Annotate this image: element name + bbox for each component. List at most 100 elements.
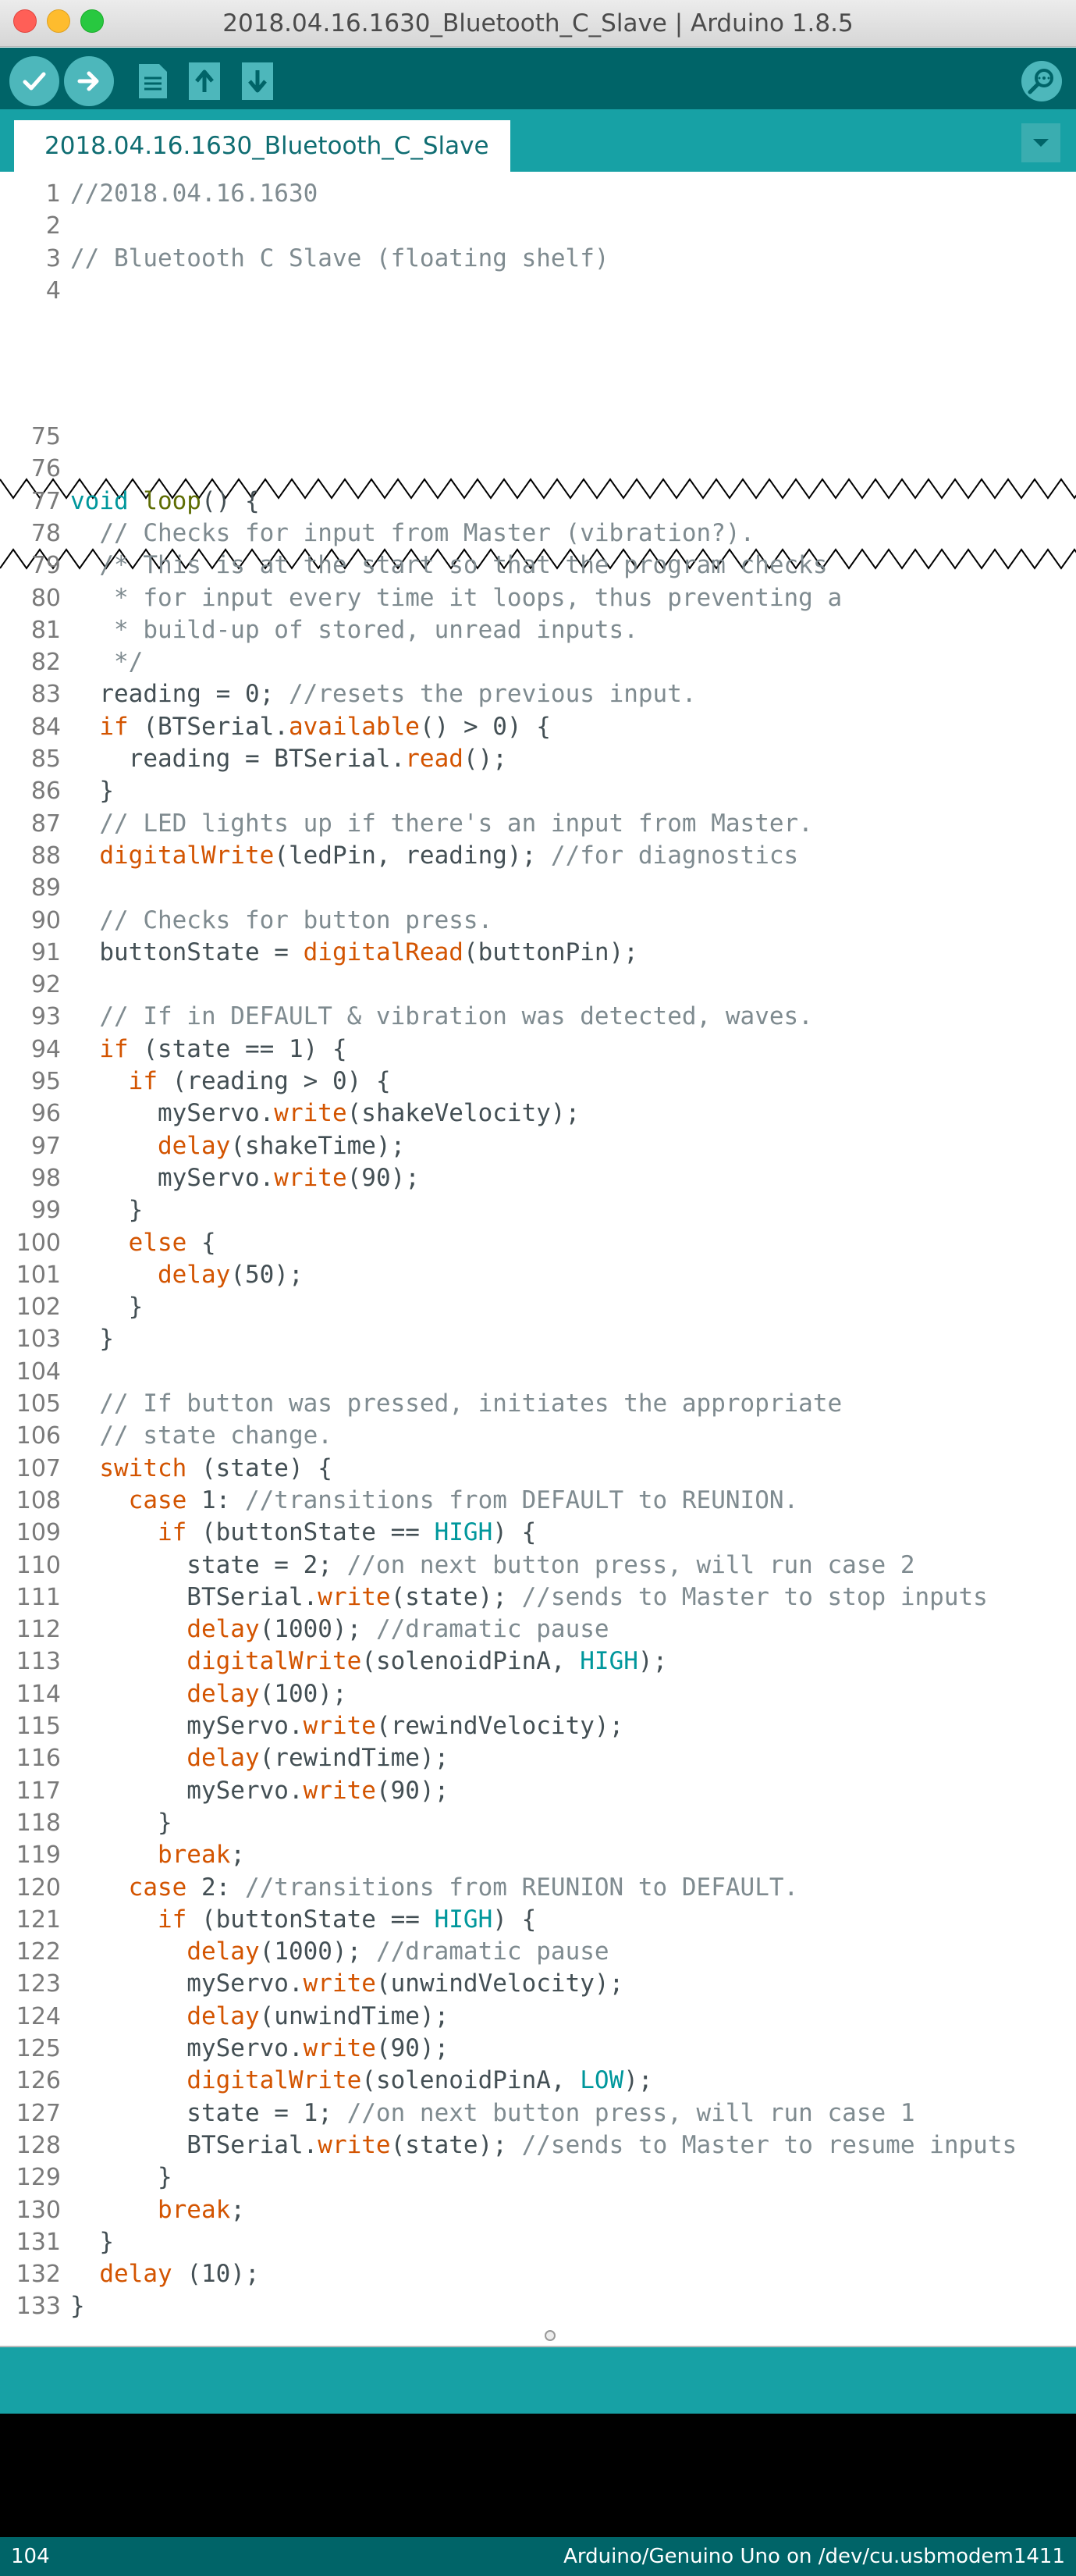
code-line[interactable]: 93 // If in DEFAULT & vibration was dete… <box>0 1001 813 1033</box>
code-line[interactable]: 85 reading = BTSerial.read(); <box>0 743 507 775</box>
line-number: 98 <box>30 1164 61 1192</box>
line-number: 85 <box>30 745 61 773</box>
code-token <box>70 1035 99 1063</box>
code-line[interactable]: 133} <box>0 2290 85 2322</box>
code-line[interactable]: 84 if (BTSerial.available() > 0) { <box>0 711 551 743</box>
code-line[interactable]: 115 myServo.write(rewindVelocity); <box>0 1710 624 1742</box>
close-window-button[interactable] <box>13 9 37 33</box>
code-line[interactable]: 99 } <box>0 1194 144 1226</box>
code-line[interactable]: 94 if (state == 1) { <box>0 1034 347 1066</box>
code-line[interactable]: 111 BTSerial.write(state); //sends to Ma… <box>0 1582 988 1614</box>
code-token: switch <box>99 1453 187 1482</box>
code-line[interactable]: 130 break; <box>0 2194 245 2226</box>
code-line[interactable]: 78 // Checks for input from Master (vibr… <box>0 518 755 550</box>
code-line[interactable]: 82 */ <box>0 646 144 678</box>
minimize-window-button[interactable] <box>47 9 70 33</box>
new-sketch-button[interactable] <box>133 58 173 105</box>
code-text: buttonState = digitalRead(buttonPin); <box>70 937 638 969</box>
code-token: (unwindVelocity); <box>375 1969 624 1998</box>
open-sketch-button[interactable] <box>184 58 225 105</box>
code-token: myServo. <box>70 1969 304 1998</box>
code-line[interactable]: 104 <box>0 1356 61 1388</box>
code-line[interactable]: 110 state = 2; //on next button press, w… <box>0 1550 915 1582</box>
code-line[interactable]: 101 delay(50); <box>0 1259 304 1291</box>
code-line[interactable]: 107 switch (state) { <box>0 1453 332 1485</box>
code-line[interactable]: 109 if (buttonState == HIGH) { <box>0 1517 537 1549</box>
code-line[interactable]: 125 myServo.write(90); <box>0 2033 449 2065</box>
code-line[interactable]: 105 // If button was pressed, initiates … <box>0 1388 842 1420</box>
code-line[interactable]: 119 break; <box>0 1839 245 1871</box>
code-line[interactable]: 88 digitalWrite(ledPin, reading); //for … <box>0 840 798 872</box>
code-text: break; <box>70 1839 245 1871</box>
code-token: } <box>70 2163 172 2192</box>
line-number: 113 <box>16 1648 61 1676</box>
code-line[interactable]: 129 } <box>0 2161 172 2194</box>
code-line[interactable]: 95 if (reading > 0) { <box>0 1066 391 1098</box>
verify-button[interactable] <box>9 56 59 106</box>
code-line[interactable]: 132 delay (10); <box>0 2258 260 2290</box>
code-line[interactable]: 117 myServo.write(90); <box>0 1775 449 1807</box>
code-line[interactable]: 92 <box>0 969 61 1001</box>
code-line[interactable]: 118 } <box>0 1807 172 1839</box>
code-line[interactable]: 112 delay(1000); //dramatic pause <box>0 1614 609 1646</box>
code-text: delay(1000); //dramatic pause <box>70 1936 609 1968</box>
code-line[interactable]: 124 delay(unwindTime); <box>0 2001 449 2033</box>
code-line[interactable]: 122 delay(1000); //dramatic pause <box>0 1936 609 1968</box>
code-line[interactable]: 89 <box>0 872 61 904</box>
code-line[interactable]: 4 <box>0 275 61 307</box>
code-line[interactable]: 128 BTSerial.write(state); //sends to Ma… <box>0 2129 1017 2161</box>
code-token: } <box>70 1196 144 1225</box>
code-line[interactable]: 3// Bluetooth C Slave (floating shelf) <box>0 243 609 275</box>
code-line[interactable]: 2 <box>0 210 61 242</box>
code-line[interactable]: 120 case 2: //transitions from REUNION t… <box>0 1872 798 1904</box>
code-line[interactable]: 103 } <box>0 1323 114 1355</box>
code-line[interactable]: 127 state = 1; //on next button press, w… <box>0 2097 915 2129</box>
code-line[interactable]: 83 reading = 0; //resets the previous in… <box>0 678 697 710</box>
code-token: else <box>128 1228 187 1257</box>
code-text: digitalWrite(ledPin, reading); //for dia… <box>70 840 798 872</box>
code-line[interactable]: 102 } <box>0 1291 144 1323</box>
code-line[interactable]: 86 } <box>0 775 114 807</box>
console-output[interactable] <box>0 2414 1076 2537</box>
code-line[interactable]: 113 digitalWrite(solenoidPinA, HIGH); <box>0 1646 668 1678</box>
code-line[interactable]: 121 if (buttonState == HIGH) { <box>0 1904 537 1936</box>
code-text: state = 2; //on next button press, will … <box>70 1550 914 1582</box>
save-sketch-button[interactable] <box>237 58 278 105</box>
code-line[interactable]: 123 myServo.write(unwindVelocity); <box>0 1968 624 2000</box>
code-line[interactable]: 97 delay(shakeTime); <box>0 1130 405 1162</box>
code-line[interactable]: 108 case 1: //transitions from DEFAULT t… <box>0 1485 798 1517</box>
code-line[interactable]: 80 * for input every time it loops, thus… <box>0 582 842 614</box>
code-line[interactable]: 98 myServo.write(90); <box>0 1162 420 1194</box>
code-line[interactable]: 75 <box>0 421 61 453</box>
code-line[interactable]: 1//2018.04.16.1630 <box>0 178 318 210</box>
code-line[interactable]: 87 // LED lights up if there's an input … <box>0 808 813 840</box>
tab-sketch[interactable]: 2018.04.16.1630_Bluetooth_C_Slave <box>14 120 510 172</box>
code-token: (rewindVelocity); <box>375 1712 624 1740</box>
code-text: * for input every time it loops, thus pr… <box>70 582 842 614</box>
code-line[interactable]: 81 * build-up of stored, unread inputs. <box>0 614 638 646</box>
code-line[interactable]: 91 buttonState = digitalRead(buttonPin); <box>0 937 638 969</box>
upload-button[interactable] <box>64 56 114 106</box>
code-line[interactable]: 100 else { <box>0 1227 216 1259</box>
line-number: 81 <box>30 616 61 644</box>
code-line[interactable]: 131 } <box>0 2226 114 2258</box>
code-token: digitalWrite <box>186 2066 362 2095</box>
code-line[interactable]: 116 delay(rewindTime); <box>0 1742 449 1774</box>
code-line[interactable]: 79 /* This is at the start so that the p… <box>0 550 828 582</box>
triangle-down-icon <box>1033 139 1049 147</box>
code-line[interactable]: 76 <box>0 453 61 485</box>
maximize-window-button[interactable] <box>80 9 104 33</box>
code-token <box>70 1615 186 1643</box>
code-text: // If button was pressed, initiates the … <box>70 1388 842 1420</box>
code-line[interactable]: 106 // state change. <box>0 1420 332 1452</box>
code-token: //transitions from DEFAULT to REUNION. <box>244 1485 799 1514</box>
code-line[interactable]: 114 delay(100); <box>0 1678 347 1710</box>
code-line[interactable]: 126 digitalWrite(solenoidPinA, LOW); <box>0 2065 653 2097</box>
panel-splitter-handle[interactable] <box>545 2330 556 2341</box>
tab-menu-button[interactable] <box>1021 123 1060 162</box>
serial-monitor-button[interactable] <box>1018 58 1065 105</box>
code-line[interactable]: 90 // Checks for button press. <box>0 905 492 937</box>
code-line[interactable]: 96 myServo.write(shakeVelocity); <box>0 1098 580 1130</box>
